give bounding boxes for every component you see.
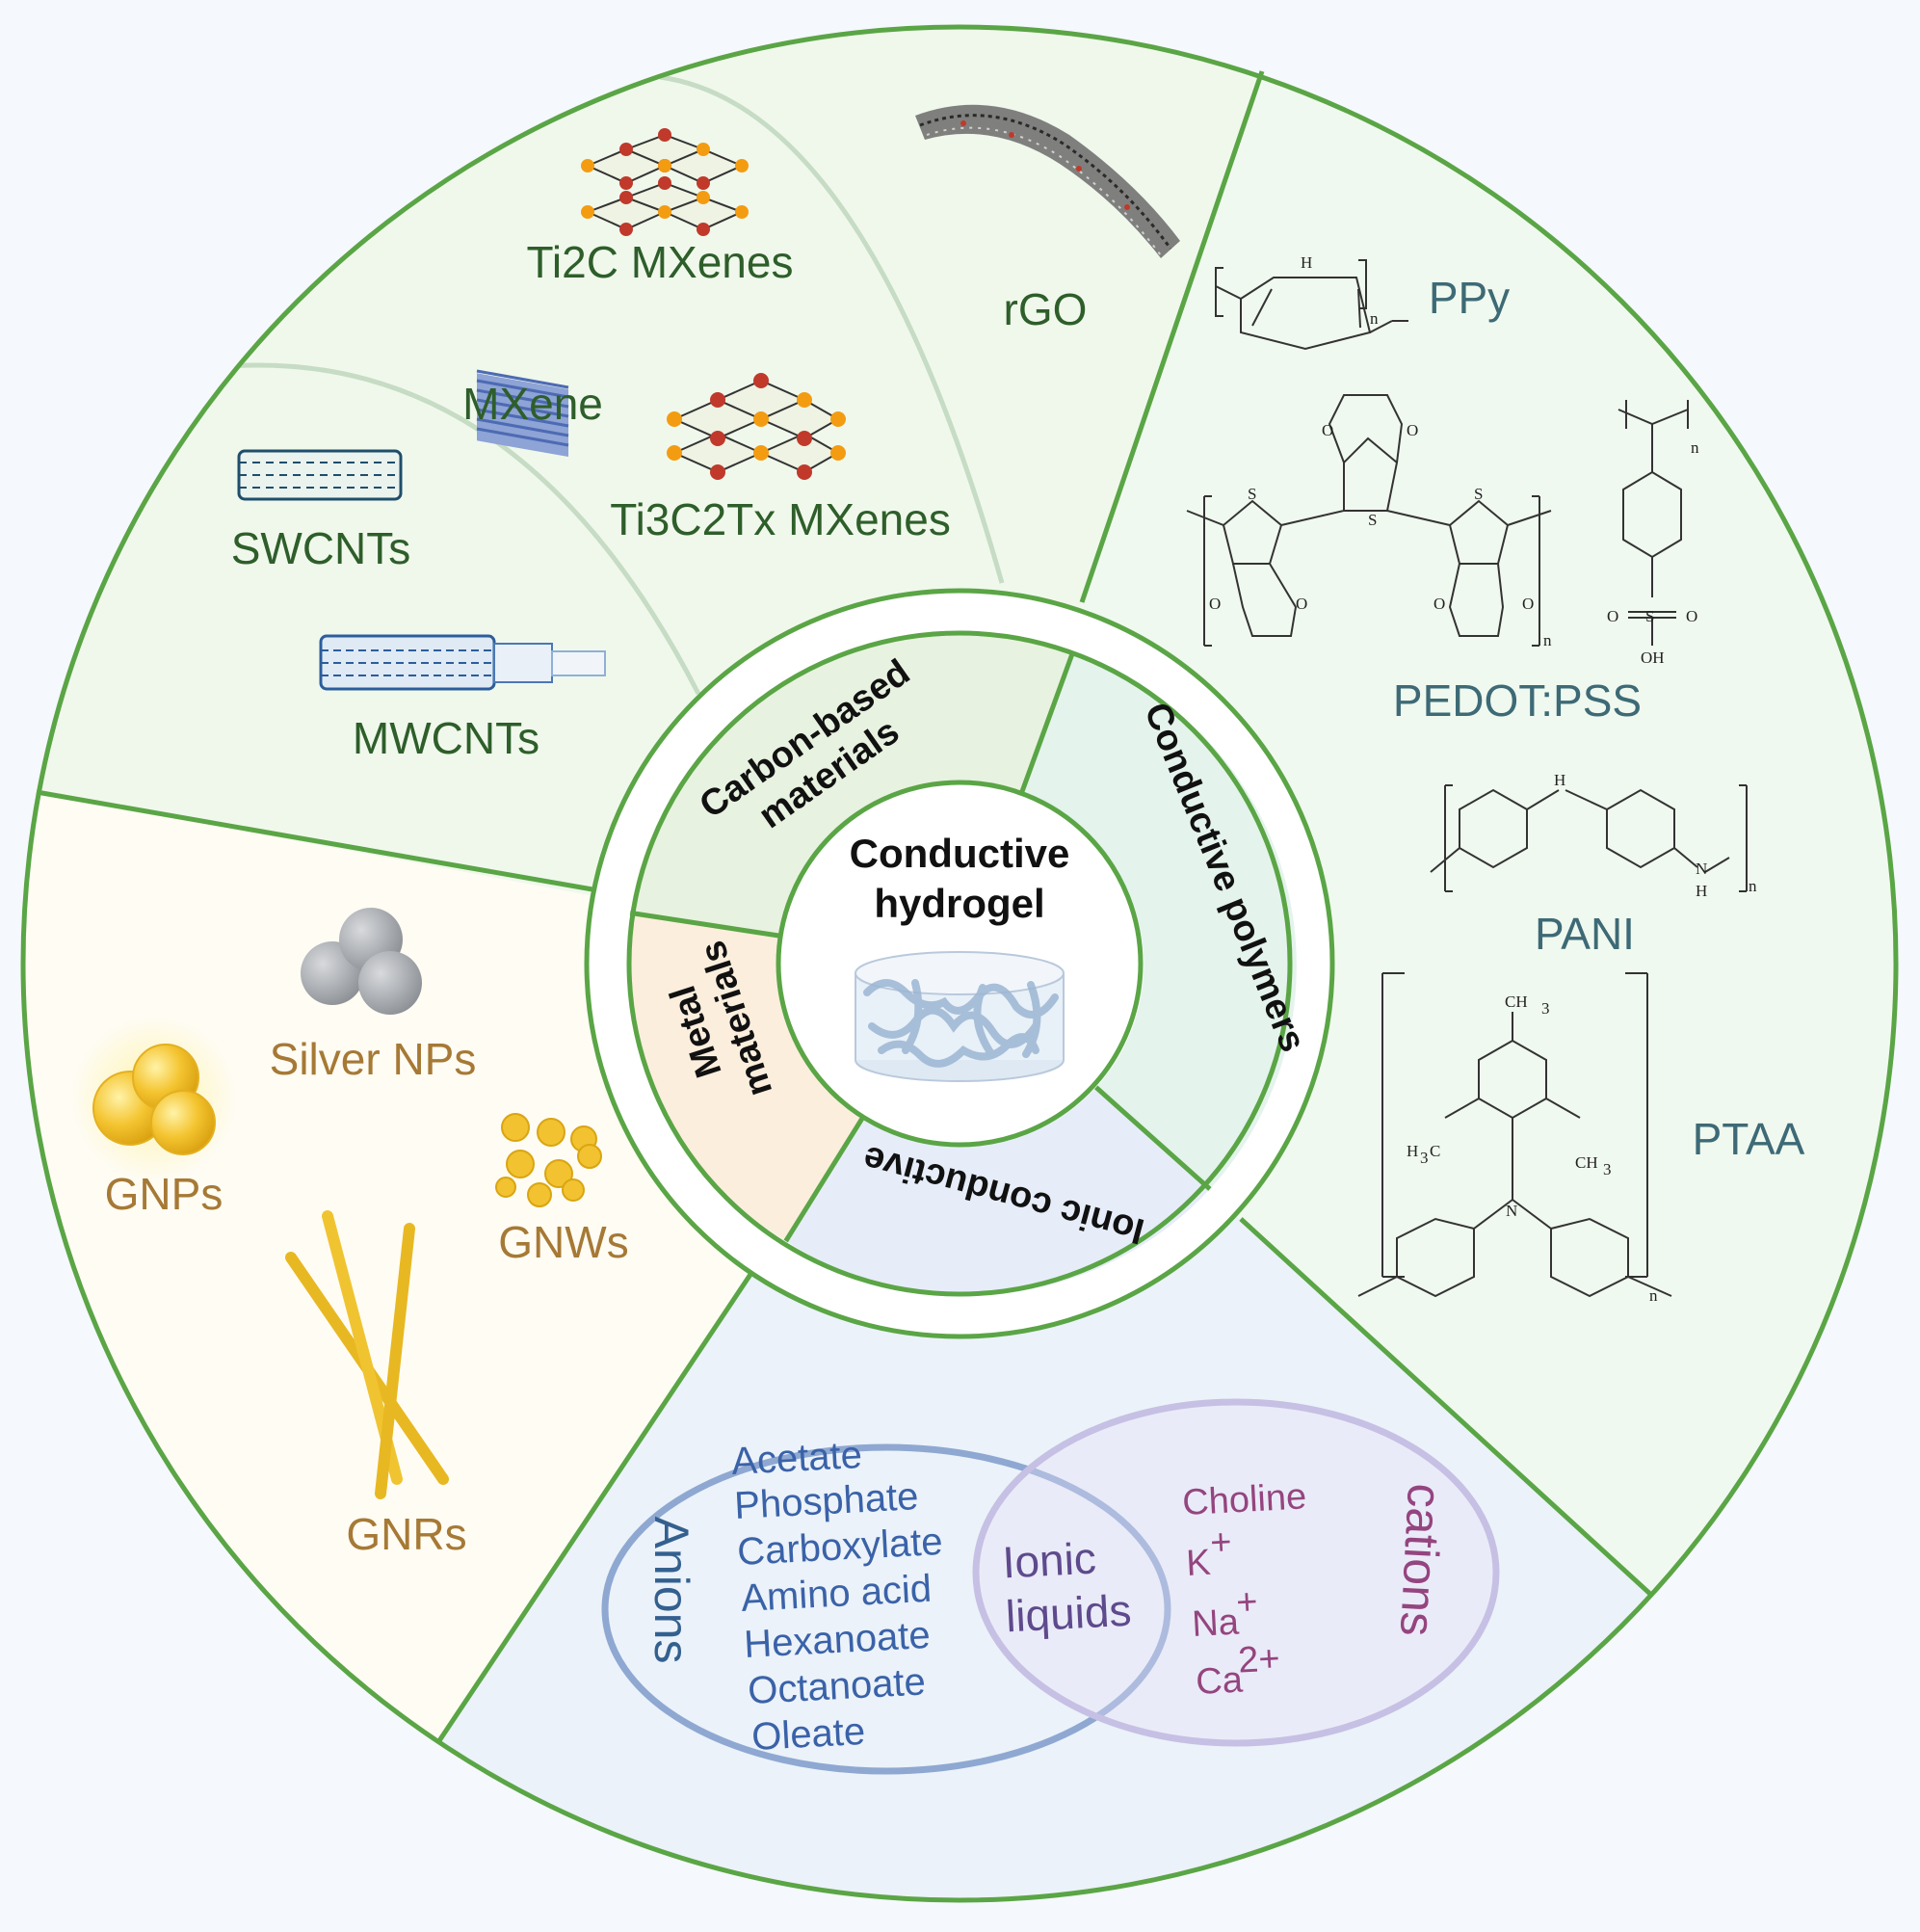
ppy-n-sub: n xyxy=(1370,309,1379,328)
ppy-structure: H n xyxy=(1215,253,1408,351)
mwcnt-tube-icon xyxy=(319,634,606,691)
mxene-stack-icon xyxy=(476,369,569,458)
mwcnts-label: MWCNTs xyxy=(353,713,539,763)
pss-n-sub: n xyxy=(1691,438,1699,457)
wedge-polymers xyxy=(1021,652,1297,1189)
anion-item: Phosphate xyxy=(733,1475,919,1527)
pedot-s2: S xyxy=(1368,511,1377,529)
ptaa-label: PTAA xyxy=(1693,1114,1805,1164)
cation-na-charge: + xyxy=(1235,1581,1258,1623)
cation-list: Choline K + Na + Ca 2+ xyxy=(1181,1476,1307,1703)
ionic-liquids-line1: Ionic xyxy=(1001,1533,1097,1588)
anions-ellipse xyxy=(601,1443,1171,1775)
gnrs-icon xyxy=(285,1210,449,1499)
rgo-sheet-icon xyxy=(915,104,1180,258)
anion-item: Acetate xyxy=(730,1434,863,1483)
anion-list: Acetate Phosphate Carboxylate Amino acid… xyxy=(730,1434,943,1759)
gnrs-label: GNRs xyxy=(346,1509,466,1559)
divider-ionic-metal xyxy=(435,1268,756,1744)
ti2c-label: Ti2C MXenes xyxy=(527,237,794,287)
hydrogel-icon xyxy=(855,951,1065,1082)
divider-metal-carbon xyxy=(36,789,593,892)
pedot-o4: O xyxy=(1296,595,1307,613)
cation-ca-charge: 2+ xyxy=(1237,1638,1280,1681)
pani-h1: H xyxy=(1554,771,1565,789)
mxene-label: MXene xyxy=(462,379,603,429)
pedot-pss-structure: S S S O O O O O O n n S O O OH xyxy=(1186,394,1699,667)
pss-o1: O xyxy=(1607,607,1618,625)
wedge-ionic xyxy=(785,1087,1210,1296)
pedot-o6: O xyxy=(1522,595,1534,613)
pss-o2: O xyxy=(1686,607,1697,625)
ptaa-n-sub: n xyxy=(1649,1286,1658,1305)
ppy-label: PPy xyxy=(1429,273,1510,323)
center-title-line1: Conductive xyxy=(850,831,1070,876)
anion-item: Amino acid xyxy=(740,1568,933,1620)
ptaa-ch3-right: CH xyxy=(1575,1153,1598,1172)
divider-polymer-ionic xyxy=(1239,1217,1654,1598)
ptaa-ch3-top: CH xyxy=(1505,992,1528,1011)
swcnts-label: SWCNTs xyxy=(231,523,411,573)
pedot-o2: O xyxy=(1407,421,1418,439)
divider-carbon-polymer xyxy=(1079,70,1265,603)
anion-item: Oleate xyxy=(750,1710,866,1759)
ptaa-structure: CH 3 H 3 C CH 3 N n xyxy=(1357,972,1672,1305)
ptaa-h3c-left-sub: 3 xyxy=(1420,1149,1429,1167)
wedge-carbon xyxy=(630,632,1073,937)
ptaa-h3c-left-c: C xyxy=(1430,1142,1440,1160)
cation-k: K xyxy=(1185,1543,1212,1584)
pedot-s3: S xyxy=(1474,485,1483,503)
ptaa-h3c-left: H xyxy=(1407,1142,1418,1160)
cations-ellipse xyxy=(972,1398,1500,1747)
anions-title: Anions xyxy=(644,1517,698,1664)
ti3c2tx-lattice-icon xyxy=(667,373,846,480)
ppy-h-atom: H xyxy=(1301,253,1312,272)
pedot-n-sub: n xyxy=(1543,631,1552,649)
anion-item: Octanoate xyxy=(747,1660,927,1712)
cation-ca: Ca xyxy=(1195,1659,1245,1703)
gnps-label: GNPs xyxy=(105,1169,224,1219)
pss-oh: OH xyxy=(1641,648,1665,667)
pedot-o5: O xyxy=(1433,595,1445,613)
gnps-icon xyxy=(72,1017,236,1180)
pedot-s1: S xyxy=(1248,485,1256,503)
silver-nps-icon xyxy=(301,908,422,1015)
ti3c2tx-label: Ti3C2Tx MXenes xyxy=(610,494,951,544)
ptaa-ch3-right-sub: 3 xyxy=(1603,1160,1612,1178)
pedot-pss-label: PEDOT:PSS xyxy=(1393,675,1642,726)
pedot-o1: O xyxy=(1322,421,1333,439)
ptaa-ch3-top-sub: 3 xyxy=(1541,999,1550,1018)
pani-n-sub: n xyxy=(1749,877,1757,895)
ti2c-lattice-icon xyxy=(581,128,749,236)
cation-na: Na xyxy=(1191,1601,1241,1645)
ionic-liquids-line2: liquids xyxy=(1005,1585,1133,1642)
anion-item: Hexanoate xyxy=(743,1614,932,1666)
swcnt-tube-icon xyxy=(237,449,403,501)
pani-h2: H xyxy=(1696,882,1707,900)
outer-ring xyxy=(20,24,1899,1903)
pani-label: PANI xyxy=(1535,909,1635,959)
gnws-label: GNWs xyxy=(498,1217,628,1267)
cation-choline: Choline xyxy=(1181,1476,1307,1523)
pss-s: S xyxy=(1645,607,1654,625)
rgo-label: rGO xyxy=(1004,284,1088,334)
pani-n2: N xyxy=(1696,860,1707,878)
center-title-line2: hydrogel xyxy=(874,881,1044,926)
cation-k-charge: + xyxy=(1209,1522,1232,1564)
ptaa-n-atom: N xyxy=(1506,1202,1517,1220)
cations-title: cations xyxy=(1390,1482,1452,1637)
silver-nps-label: Silver NPs xyxy=(270,1034,477,1084)
pani-structure: H N H n xyxy=(1430,771,1757,900)
wedge-metal xyxy=(626,913,864,1241)
gnws-icon xyxy=(495,1113,602,1207)
carbon-subdivider-1 xyxy=(659,74,1005,584)
pedot-o3: O xyxy=(1209,595,1221,613)
